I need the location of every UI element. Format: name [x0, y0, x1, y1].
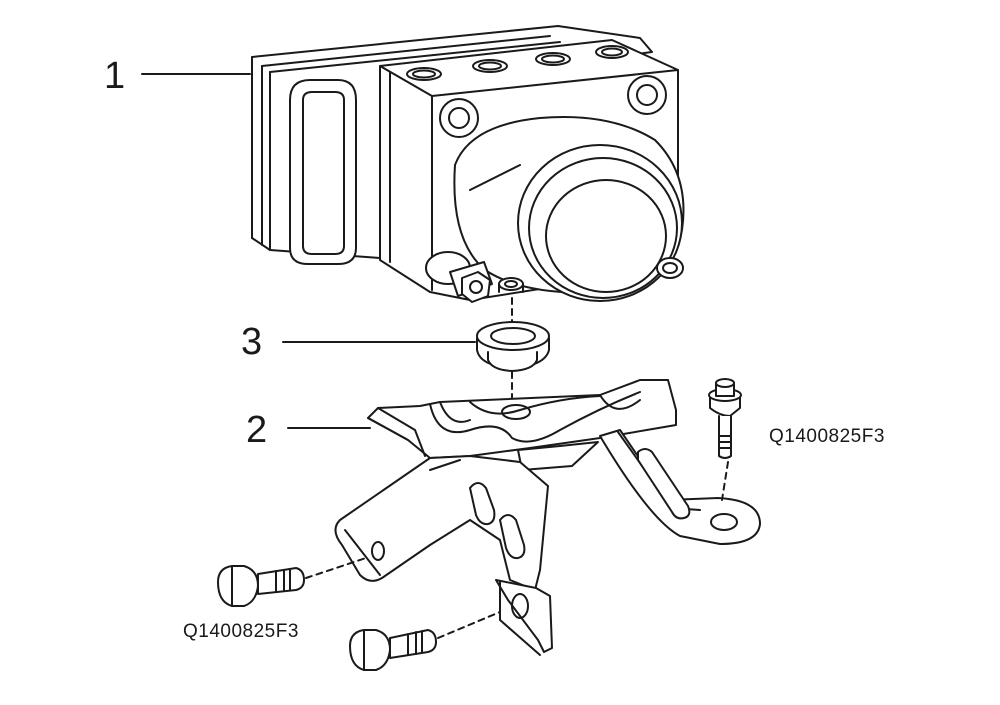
bolt-left-upper-axis	[306, 558, 366, 578]
callout-1: 1	[104, 55, 126, 97]
motor-end-cap	[518, 145, 682, 301]
rubber-bushing	[477, 322, 549, 371]
callout-3: 3	[241, 321, 263, 363]
locating-pin	[499, 278, 523, 292]
ecu-connector	[290, 80, 356, 264]
port-hole	[596, 46, 628, 58]
bolt-right-axis	[722, 462, 728, 500]
bolt-left-lower	[350, 630, 436, 670]
bracket-hole-bottom	[512, 594, 528, 618]
bracket-hole-right	[711, 514, 737, 530]
bolt-left-upper	[218, 566, 304, 606]
bolt-left-lower-axis	[438, 612, 500, 638]
front-boss	[628, 76, 666, 114]
port-hole	[473, 60, 507, 72]
mounting-bracket	[335, 380, 760, 655]
bracket-hole-left	[372, 542, 384, 560]
callout-2: 2	[246, 409, 268, 451]
port-hole	[536, 53, 570, 65]
bolt-right	[709, 379, 741, 458]
part-number-bolt-right: Q1400825F3	[769, 426, 885, 447]
mount-stud	[657, 258, 683, 278]
front-boss	[440, 99, 478, 137]
part-number-bolt-left: Q1400825F3	[183, 621, 299, 642]
brake-line-fitting	[426, 252, 492, 302]
port-hole	[407, 68, 441, 80]
abs-modulator-unit	[252, 26, 683, 302]
